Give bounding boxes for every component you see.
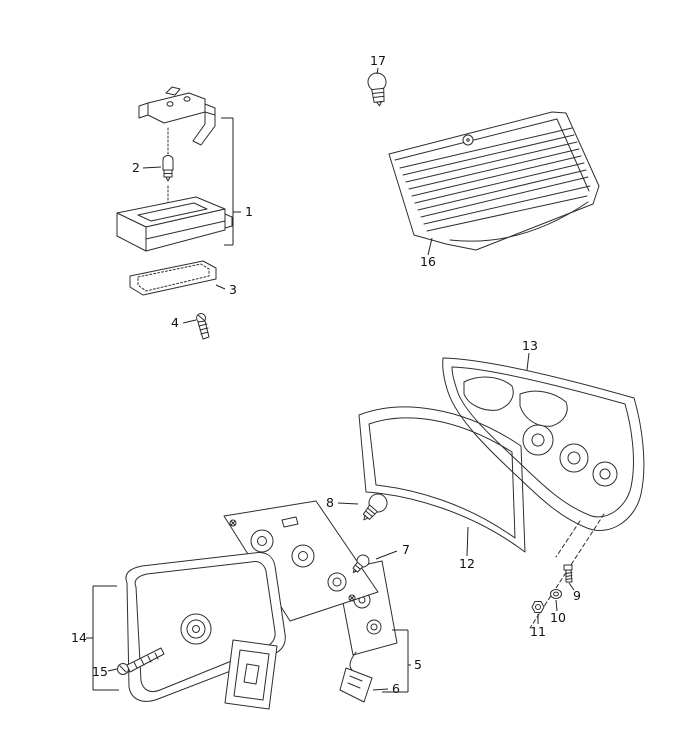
gasket-part-3 bbox=[129, 260, 217, 296]
leader-line-5 bbox=[382, 629, 411, 693]
part-label-8: 8 bbox=[326, 494, 334, 510]
wire-and-connector-part-6 bbox=[339, 651, 373, 703]
tail-light-cover-part-16 bbox=[388, 111, 600, 251]
part-label-16: 16 bbox=[420, 253, 436, 269]
screw-part-15 bbox=[117, 647, 165, 675]
mounting-bracket bbox=[138, 86, 216, 146]
part-label-11: 11 bbox=[530, 623, 546, 639]
leader-line-9 bbox=[568, 582, 575, 591]
part-label-10: 10 bbox=[550, 609, 566, 625]
tail-light-housing-part-13 bbox=[442, 357, 645, 532]
part-label-2: 2 bbox=[132, 159, 140, 175]
light-housing bbox=[116, 196, 233, 252]
leader-line-3 bbox=[215, 284, 226, 290]
leader-line-4 bbox=[182, 319, 197, 324]
bulb-part-2 bbox=[162, 155, 174, 182]
part-label-1: 1 bbox=[245, 203, 253, 219]
nut-part-11 bbox=[531, 601, 545, 613]
leader-line-12 bbox=[466, 526, 469, 557]
stud-part-9 bbox=[563, 564, 573, 583]
part-label-5: 5 bbox=[414, 656, 422, 672]
leader-line-8 bbox=[337, 502, 359, 505]
washer-part-10 bbox=[550, 589, 562, 599]
screw-part-4 bbox=[196, 313, 210, 340]
leader-line-17 bbox=[376, 67, 379, 75]
bulb-part-7 bbox=[352, 554, 370, 573]
part-label-9: 9 bbox=[573, 587, 581, 603]
leader-line-1 bbox=[221, 117, 241, 246]
leader-line-15 bbox=[107, 668, 118, 672]
bulb-part-17 bbox=[367, 72, 387, 107]
leader-line-10 bbox=[555, 599, 558, 612]
part-label-13: 13 bbox=[522, 337, 538, 353]
leader-line-7 bbox=[375, 550, 398, 560]
leader-line-16 bbox=[427, 237, 433, 256]
part-label-12: 12 bbox=[459, 555, 475, 571]
part-label-14: 14 bbox=[71, 629, 87, 645]
bulb-part-8 bbox=[362, 493, 388, 521]
leader-line-6 bbox=[372, 688, 389, 691]
part-label-4: 4 bbox=[171, 314, 179, 330]
part-label-15: 15 bbox=[92, 663, 108, 679]
part-label-6: 6 bbox=[392, 680, 400, 696]
leader-line-14 bbox=[86, 585, 119, 691]
leader-line-13 bbox=[526, 352, 530, 371]
part-label-3: 3 bbox=[229, 281, 237, 297]
part-label-7: 7 bbox=[402, 541, 410, 557]
part-label-17: 17 bbox=[370, 52, 386, 68]
leader-line-2 bbox=[142, 166, 162, 169]
lens-side-panel bbox=[224, 639, 278, 710]
seal-part-12 bbox=[358, 406, 526, 553]
